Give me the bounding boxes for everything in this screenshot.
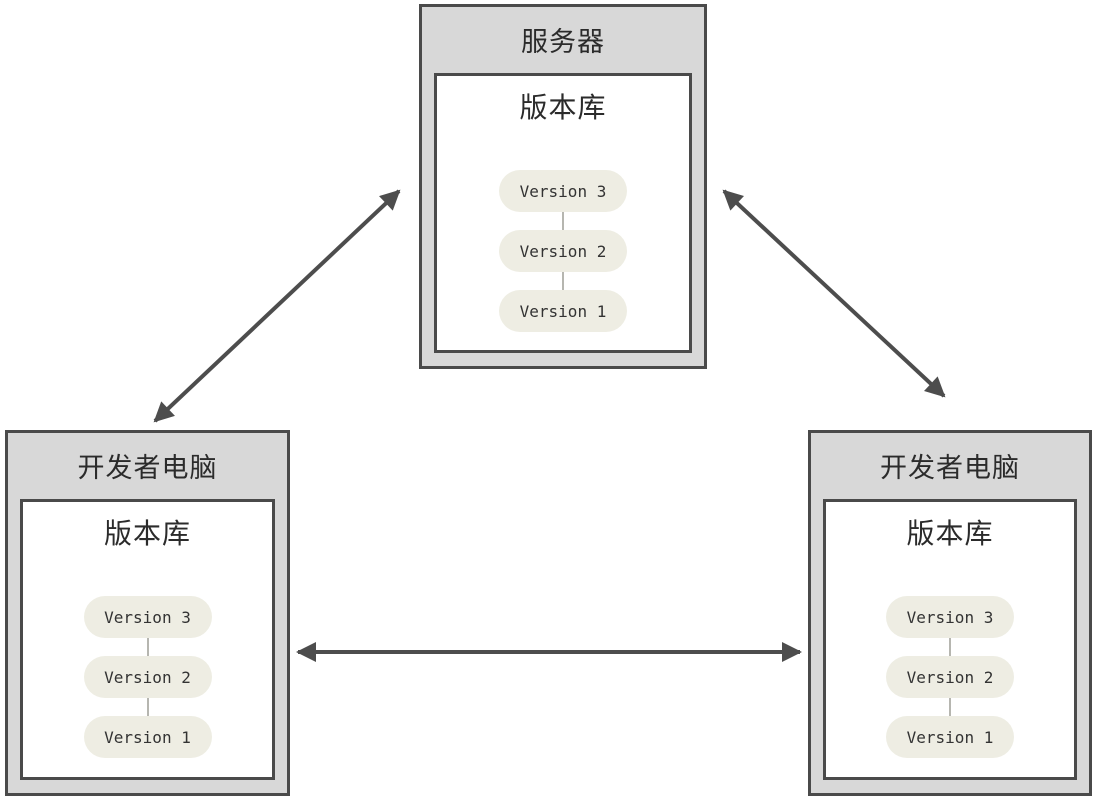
developer-left-version-stack: Version 3 Version 2 Version 1	[23, 596, 272, 758]
server-node-title: 服务器	[521, 26, 605, 58]
developer-left-repo-box: 版本库 Version 3 Version 2 Version 1	[20, 499, 275, 780]
arrow-server-devright	[722, 189, 946, 398]
developer-right-version-stack: Version 3 Version 2 Version 1	[826, 596, 1074, 758]
version-pill: Version 3	[83, 596, 212, 638]
server-repo-title: 版本库	[519, 91, 607, 124]
version-pill: Version 2	[499, 230, 627, 272]
developer-right-repo-title: 版本库	[906, 517, 994, 550]
developer-left-repo-title: 版本库	[103, 517, 191, 550]
developer-left-node: 开发者电脑 版本库 Version 3 Version 2 Version 1	[5, 430, 290, 796]
developer-left-node-title: 开发者电脑	[77, 452, 218, 484]
developer-right-repo-box: 版本库 Version 3 Version 2 Version 1	[823, 499, 1077, 780]
version-pill: Version 1	[83, 716, 212, 758]
server-repo-box: 版本库 Version 3 Version 2 Version 1	[434, 73, 692, 353]
developer-right-node: 开发者电脑 版本库 Version 3 Version 2 Version 1	[808, 430, 1092, 796]
version-pill: Version 3	[499, 170, 627, 212]
version-connector	[949, 638, 951, 656]
version-connector	[562, 212, 564, 230]
developer-right-node-title: 开发者电脑	[880, 452, 1020, 484]
version-connector	[146, 698, 149, 716]
version-connector	[949, 698, 951, 716]
version-pill: Version 2	[886, 656, 1014, 698]
version-pill: Version 2	[83, 656, 212, 698]
server-node: 服务器 版本库 Version 3 Version 2 Version 1	[419, 4, 707, 369]
version-connector	[146, 638, 149, 656]
version-pill: Version 1	[499, 290, 627, 332]
version-pill: Version 1	[886, 716, 1014, 758]
server-version-stack: Version 3 Version 2 Version 1	[437, 170, 689, 332]
version-pill: Version 3	[886, 596, 1014, 638]
version-connector	[562, 272, 564, 290]
arrow-devleft-server	[153, 189, 401, 423]
